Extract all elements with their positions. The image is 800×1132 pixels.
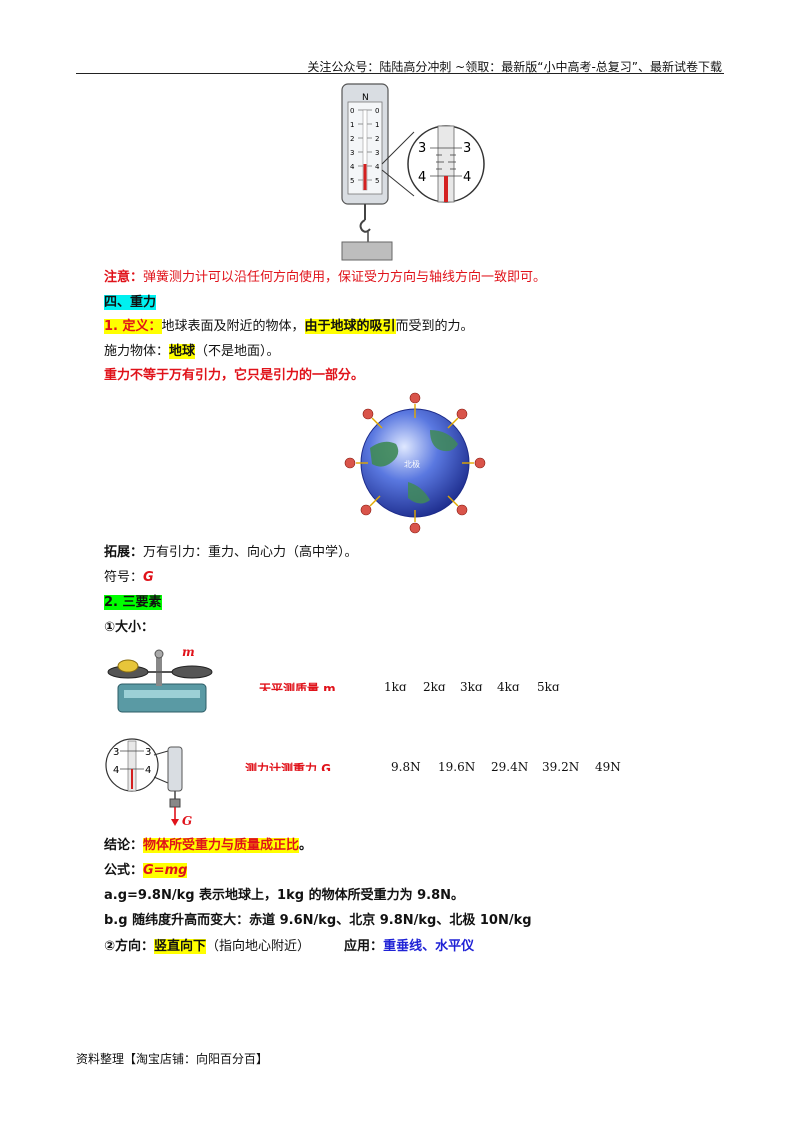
formula-value: G=mg bbox=[143, 863, 188, 878]
scale-tick: 2 bbox=[350, 135, 354, 143]
scale-right-ticks: 0 1 2 3 4 5 bbox=[375, 107, 380, 185]
weight-symbol: G bbox=[182, 814, 192, 828]
scale-tick: 5 bbox=[375, 177, 379, 185]
applier-line: 施力物体：地球（不是地面）。 bbox=[104, 342, 280, 362]
page-header: 关注公众号：陆陆高分冲刺 ~领取：最新版“小中高考-总复习”、最新试卷下载 bbox=[307, 60, 722, 74]
balance-figure: m bbox=[107, 645, 213, 713]
meter-tick: 4 bbox=[145, 765, 151, 776]
zoom-tick: 3 bbox=[418, 141, 426, 156]
applier-label: 施力物体： bbox=[104, 344, 170, 359]
scale-left-ticks: 0 1 2 3 4 5 bbox=[350, 107, 355, 185]
zoom-tick: 4 bbox=[418, 170, 426, 185]
meter-tick: 3 bbox=[113, 747, 119, 758]
globe-pole-label: 北极 bbox=[404, 459, 420, 469]
scale-unit-label: N bbox=[362, 93, 369, 103]
scale-tick: 3 bbox=[350, 149, 354, 157]
symbol-value: G bbox=[143, 570, 154, 585]
scale-tick: 0 bbox=[350, 107, 354, 115]
symbol-line: 符号：G bbox=[104, 568, 154, 588]
definition-label: 1. 定义： bbox=[104, 319, 162, 334]
definition-text-a: 地球表面及附近的物体， bbox=[161, 319, 305, 334]
extension-label: 拓展： bbox=[104, 545, 144, 560]
section-title: 四、重力 bbox=[104, 293, 157, 313]
applier-highlight: 地球 bbox=[169, 344, 196, 359]
scale-tick: 5 bbox=[350, 177, 354, 185]
three-elements-title: 2. 三要素 bbox=[104, 595, 162, 610]
direction-label: ②方向： bbox=[104, 939, 155, 954]
mass-symbol: m bbox=[182, 645, 195, 659]
mass-measurement-row: 天平测质量 m 1kg 2kg 3kg 4kg 5kg bbox=[245, 678, 585, 691]
scale-tick: 1 bbox=[375, 121, 379, 129]
mass-value: 4kg bbox=[497, 680, 520, 691]
mass-value: 3kg bbox=[460, 680, 483, 691]
conclusion-line: 结论：物体所受重力与质量成正比。 bbox=[104, 836, 312, 856]
extension-text: 万有引力：重力、向心力（高中学）。 bbox=[143, 545, 358, 560]
meter-tick: 3 bbox=[145, 747, 151, 758]
meter-tick: 4 bbox=[113, 765, 119, 776]
note-label: 注意： bbox=[104, 270, 144, 285]
hanging-weight bbox=[341, 241, 393, 261]
applier-text: （不是地面）。 bbox=[195, 344, 280, 359]
conclusion-label: 结论： bbox=[104, 838, 144, 853]
formula-label: 公式： bbox=[104, 863, 144, 878]
symbol-label: 符号： bbox=[104, 570, 144, 585]
conclusion-highlight: 物体所受重力与质量成正比 bbox=[143, 838, 300, 853]
magnitude-title: ①大小： bbox=[104, 620, 155, 635]
mass-row-label: 天平测质量 m bbox=[259, 682, 336, 691]
weight-measurement-row: 测力计测重力 G 9.8N 19.6N 29.4N 39.2N 49N bbox=[245, 758, 635, 771]
application-label: 应用： bbox=[344, 939, 384, 954]
weight-value: 29.4N bbox=[491, 760, 529, 771]
definition-highlight: 由于地球的吸引 bbox=[304, 319, 396, 334]
formula-line: 公式：G=mg bbox=[104, 861, 188, 881]
direction-highlight: 竖直向下 bbox=[154, 939, 207, 954]
point-a: a.g=9.8N/kg 表示地球上，1kg 的物体所受重力为 9.8N。 bbox=[104, 888, 465, 903]
scale-tick: 4 bbox=[350, 163, 355, 171]
force-meter-figure: 3 3 4 4 G bbox=[105, 738, 192, 828]
scale-tick: 4 bbox=[375, 163, 380, 171]
earth-globe-figure: 北极 bbox=[344, 392, 486, 534]
zoom-tick: 4 bbox=[463, 170, 471, 185]
direction-text: （指向地心附近） bbox=[206, 939, 311, 954]
scale-tick: 3 bbox=[375, 149, 379, 157]
conclusion-end: 。 bbox=[299, 838, 313, 853]
gravity-note: 重力不等于万有引力，它只是引力的一部分。 bbox=[104, 368, 365, 383]
mass-value: 2kg bbox=[423, 680, 446, 691]
definition-text-b: 而受到的力。 bbox=[395, 319, 474, 334]
scale-tick: 2 bbox=[375, 135, 379, 143]
section4-title: 四、重力 bbox=[104, 295, 157, 310]
weight-row-label: 测力计测重力 G bbox=[245, 762, 332, 771]
three-elements-line: 2. 三要素 bbox=[104, 593, 162, 613]
weight-value: 19.6N bbox=[438, 760, 476, 771]
zoom-tick: 3 bbox=[463, 141, 471, 156]
application-value: 重垂线、水平仪 bbox=[383, 939, 475, 954]
direction-line: ②方向：竖直向下（指向地心附近） 应用：重垂线、水平仪 bbox=[104, 937, 474, 957]
header-divider bbox=[76, 73, 724, 74]
point-b: b.g 随纬度升高而变大：赤道 9.6N/kg、北京 9.8N/kg、北极 10… bbox=[104, 913, 532, 928]
note-text: 弹簧测力计可以沿任何方向使用，保证受力方向与轴线方向一致即可。 bbox=[143, 270, 547, 285]
spring-scale-figure: N 0 1 2 3 4 5 0 1 2 3 4 5 3 3 4 4 bbox=[341, 83, 485, 261]
weight-value: 39.2N bbox=[542, 760, 580, 771]
page-footer: 资料整理【淘宝店铺：向阳百分百】 bbox=[76, 1052, 269, 1066]
note-line: 注意：弹簧测力计可以沿任何方向使用，保证受力方向与轴线方向一致即可。 bbox=[104, 268, 546, 288]
extension-line: 拓展：万有引力：重力、向心力（高中学）。 bbox=[104, 543, 358, 563]
mass-value: 1kg bbox=[384, 680, 407, 691]
scale-tick: 1 bbox=[350, 121, 354, 129]
mass-value: 5kg bbox=[537, 680, 560, 691]
scale-tick: 0 bbox=[375, 107, 379, 115]
definition-line: 1. 定义：地球表面及附近的物体，由于地球的吸引而受到的力。 bbox=[104, 317, 474, 337]
weight-value: 49N bbox=[595, 760, 621, 771]
scale-indicator bbox=[363, 164, 367, 190]
weight-value: 9.8N bbox=[391, 760, 421, 771]
